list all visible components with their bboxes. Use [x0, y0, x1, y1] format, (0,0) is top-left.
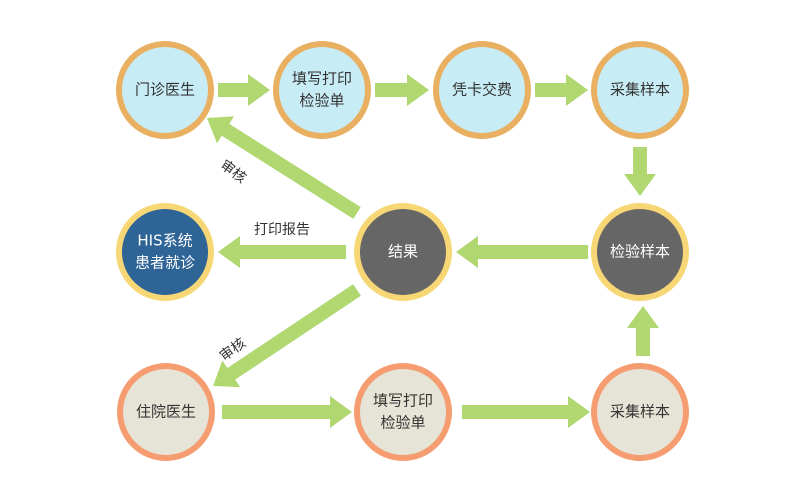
node-label: 检验样本 — [610, 243, 670, 261]
node-label: 检验单 — [380, 414, 425, 432]
node-outpatient-collect-sample: 采集样本 — [591, 41, 689, 139]
node-fill — [123, 369, 209, 455]
arrow-inpatient-doctor-to-inpatient-fill-form — [222, 396, 352, 428]
arrow-outpatient-fill-form-to-card-payment — [375, 74, 429, 106]
node-label: 检验单 — [299, 92, 344, 110]
arrow-card-payment-to-outpatient-collect-sample — [535, 74, 588, 106]
node-label: 患者就诊 — [135, 254, 195, 272]
node-fill — [597, 209, 683, 295]
node-fill — [439, 47, 525, 133]
node-fill — [360, 369, 446, 455]
node-label: 结果 — [388, 243, 418, 261]
node-label: HIS系统 — [137, 232, 192, 250]
arrow-inpatient-fill-form-to-inpatient-collect-sample — [462, 396, 590, 428]
arrow-outpatient-collect-sample-to-test-sample — [624, 147, 656, 196]
node-fill — [597, 369, 683, 455]
node-fill — [597, 47, 683, 133]
node-test-sample: 检验样本 — [591, 203, 689, 301]
node-fill — [360, 209, 446, 295]
arrow-result-to-his-system — [218, 236, 346, 268]
node-result: 结果 — [354, 203, 452, 301]
node-label: 采集样本 — [610, 403, 670, 421]
node-outpatient-doctor: 门诊医生 — [116, 41, 214, 139]
node-inpatient-doctor: 住院医生 — [117, 363, 215, 461]
arrow-result-to-outpatient-doctor — [207, 116, 361, 219]
arrow-test-sample-to-result — [456, 236, 588, 268]
node-fill — [122, 47, 208, 133]
node-label: 住院医生 — [136, 403, 196, 421]
node-label: 填写打印 — [292, 70, 352, 88]
edge-label-result-to-his-system: 打印报告 — [254, 221, 310, 238]
node-inpatient-collect-sample: 采集样本 — [591, 363, 689, 461]
node-label: 填写打印 — [373, 392, 433, 410]
node-card-payment: 凭卡交费 — [433, 41, 531, 139]
node-fill — [122, 209, 208, 295]
arrow-outpatient-doctor-to-outpatient-fill-form — [218, 74, 270, 106]
node-label: 凭卡交费 — [452, 81, 512, 99]
arrow-result-to-inpatient-doctor — [213, 284, 361, 388]
node-label: 门诊医生 — [135, 81, 195, 99]
node-label: 采集样本 — [610, 81, 670, 99]
node-fill — [279, 47, 365, 133]
edge-label-result-to-outpatient-doctor: 审核 — [217, 157, 249, 186]
arrow-inpatient-collect-sample-to-test-sample — [627, 306, 659, 356]
